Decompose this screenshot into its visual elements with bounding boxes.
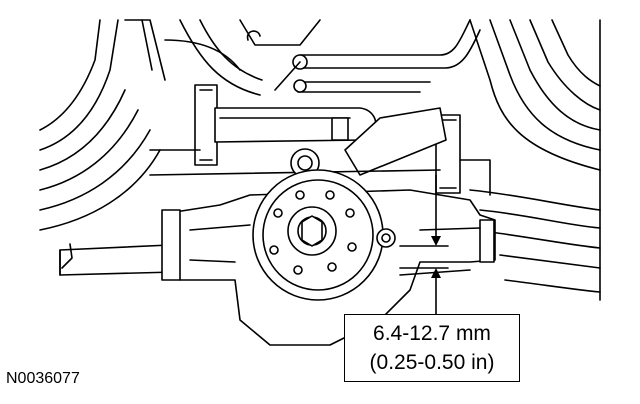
shock-absorbers xyxy=(194,84,461,194)
brake-lines xyxy=(164,19,481,96)
measurement-mm: 6.4-12.7 mm xyxy=(373,322,491,345)
measurement-in: (0.25-0.50 in) xyxy=(369,351,495,374)
upper-arm xyxy=(149,107,491,196)
left-body-panel xyxy=(39,19,166,231)
axle-hub xyxy=(252,169,396,301)
figure-id: N0036077 xyxy=(6,370,80,387)
right-body-panel xyxy=(469,19,601,301)
measurement-dimension xyxy=(399,174,449,317)
measurement-callout: 6.4-12.7 mm (0.25-0.50 in) xyxy=(344,314,520,382)
